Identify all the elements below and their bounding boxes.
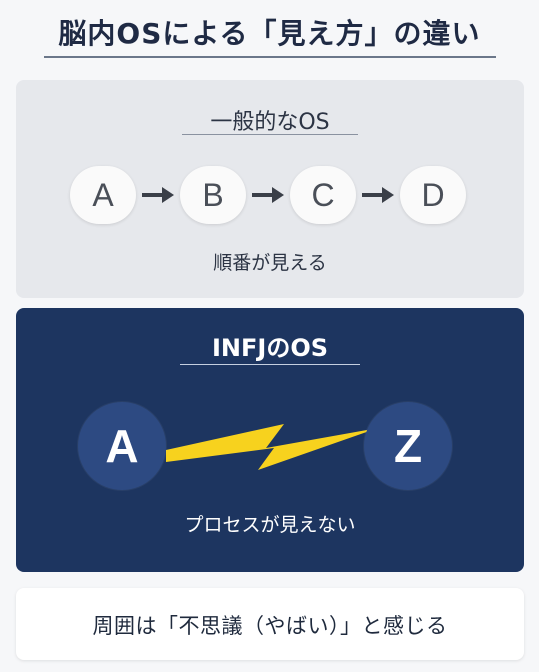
title-divider xyxy=(44,56,496,58)
node-c: C xyxy=(290,166,356,224)
infj-os-heading: INFJのOS xyxy=(211,334,329,362)
arrow-right-icon xyxy=(142,187,174,203)
normal-os-heading: 一般的なOS xyxy=(210,110,330,135)
infj-os-caption: プロセスが見えない xyxy=(184,514,356,536)
infj-os-heading-rule xyxy=(180,364,360,365)
normal-os-panel: 一般的なOS A B C D 順番が見える xyxy=(16,80,524,298)
page-title: 脳内OSによる「見え方」の違い xyxy=(58,17,481,50)
arrow-right-icon xyxy=(252,187,284,203)
infj-os-panel: INFJのOS A Z プロセスが見えない xyxy=(16,308,524,572)
normal-os-heading-rule xyxy=(182,134,358,135)
arrow-right-icon xyxy=(362,187,394,203)
node-z-end: Z xyxy=(364,402,452,490)
footer-text: 周囲は「不思議（やばい）」と感じる xyxy=(92,614,448,638)
node-d: D xyxy=(400,166,466,224)
node-b: B xyxy=(180,166,246,224)
footer-panel: 周囲は「不思議（やばい）」と感じる xyxy=(16,588,524,660)
node-a-start: A xyxy=(78,402,166,490)
lightning-bolt-icon xyxy=(166,424,378,470)
node-a: A xyxy=(70,166,136,224)
normal-os-caption: 順番が見える xyxy=(213,252,327,274)
